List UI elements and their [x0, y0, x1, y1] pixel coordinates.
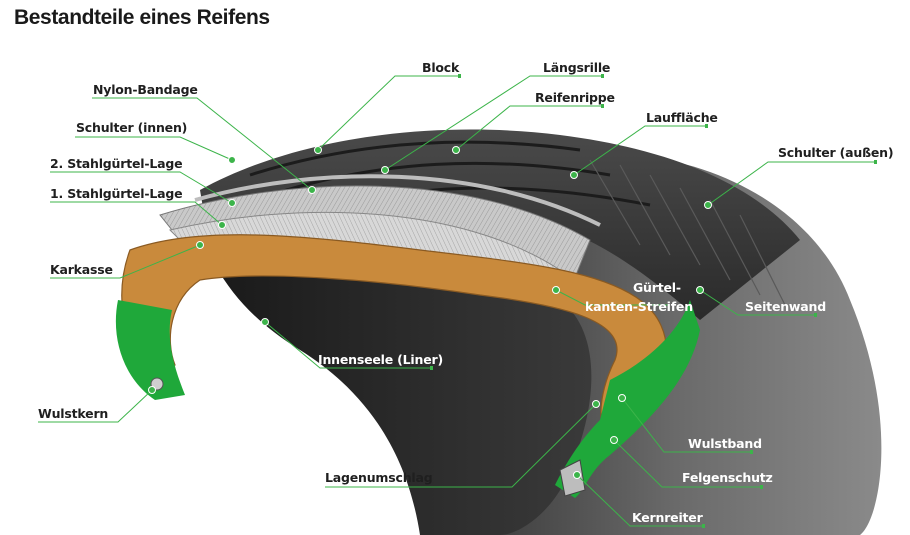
- page-title: Bestandteile eines Reifens: [14, 6, 270, 29]
- label-reifenrippe: Reifenrippe: [535, 90, 615, 105]
- label-guertelkanten-line2: kanten-Streifen: [585, 299, 693, 314]
- label-wulstkern: Wulstkern: [38, 406, 109, 421]
- label-block: Block: [422, 60, 460, 75]
- label-stahlguertel-1: 1. Stahlgürtel-Lage: [50, 186, 183, 201]
- label-kernreiter: Kernreiter: [632, 510, 703, 525]
- label-guertelkanten-line1: Gürtel-: [633, 280, 681, 295]
- label-karkasse: Karkasse: [50, 262, 113, 277]
- label-seitenwand: Seitenwand: [745, 299, 826, 314]
- left-bead-shape: [115, 300, 185, 400]
- label-felgenschutz: Felgenschutz: [682, 470, 773, 485]
- right-bead-shape: [555, 300, 700, 498]
- label-schulter-aussen: Schulter (außen): [778, 145, 894, 160]
- label-innenseele: Innenseele (Liner): [318, 352, 443, 367]
- label-schulter-innen: Schulter (innen): [76, 120, 188, 135]
- label-lagenumschlag: Lagenumschlag: [325, 470, 433, 485]
- label-laufflaeche: Lauffläche: [646, 110, 718, 125]
- label-guertelkanten-streifen: Gürtel-kanten-Streifen: [585, 278, 693, 316]
- label-laengsrille: Längsrille: [543, 60, 611, 75]
- label-nylon-bandage: Nylon-Bandage: [93, 82, 198, 97]
- tire-inner-cavity-shape: [215, 258, 592, 535]
- label-wulstband: Wulstband: [688, 436, 762, 451]
- label-stahlguertel-2: 2. Stahlgürtel-Lage: [50, 156, 183, 171]
- carcass-shape: [121, 234, 667, 441]
